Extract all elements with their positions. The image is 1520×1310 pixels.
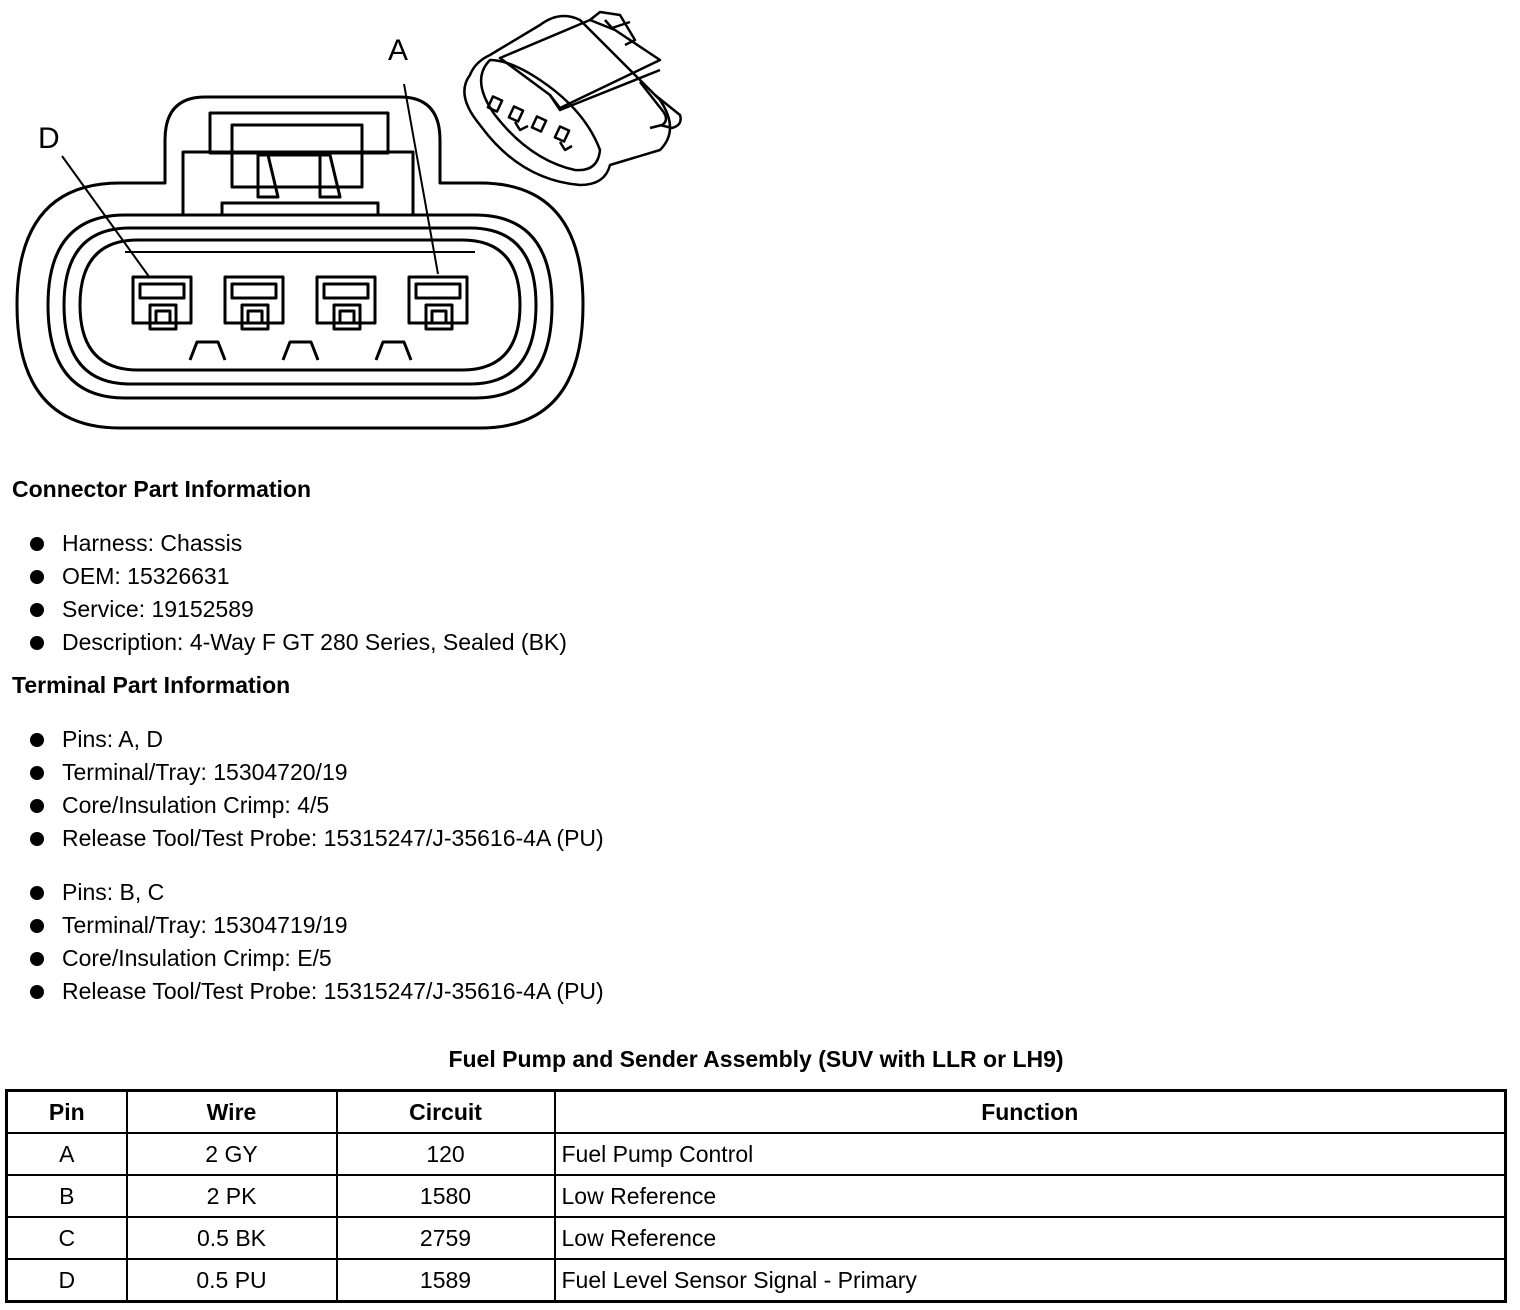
list-item: Harness: Chassis	[28, 527, 567, 560]
list-item: Pins: B, C	[28, 876, 604, 909]
cell-circuit: 120	[335, 1132, 556, 1176]
cell-wire: 0.5 PU	[125, 1258, 338, 1303]
cell-pin: D	[5, 1258, 128, 1303]
seal-ring-outer	[46, 213, 554, 400]
connector-info-list: Harness: Chassis OEM: 15326631 Service: …	[28, 527, 567, 659]
terminal-cavity-c	[223, 275, 285, 331]
column-header-function: Function	[553, 1089, 1507, 1134]
cell-pin: A	[5, 1132, 128, 1176]
terminal-info-group-1: Pins: A, D Terminal/Tray: 15304720/19 Co…	[28, 723, 604, 855]
list-item: Terminal/Tray: 15304720/19	[28, 756, 604, 789]
connector-diagram: D A	[15, 10, 682, 430]
latch-outer	[208, 111, 390, 155]
table-row: D 0.5 PU 1589 Fuel Level Sensor Signal -…	[5, 1258, 1507, 1303]
terminal-info-title: Terminal Part Information	[12, 672, 291, 698]
leader-line-a	[403, 83, 439, 275]
cell-function: Low Reference	[553, 1174, 1507, 1218]
table-title: Fuel Pump and Sender Assembly (SUV with …	[448, 1046, 1064, 1072]
list-item: OEM: 15326631	[28, 560, 567, 593]
key-bump-2	[281, 340, 320, 361]
list-item: Release Tool/Test Probe: 15315247/J-3561…	[28, 975, 604, 1008]
table-row: B 2 PK 1580 Low Reference	[5, 1174, 1507, 1218]
cell-circuit: 2759	[335, 1216, 556, 1260]
terminal-cavity-d	[131, 275, 193, 331]
table-row: C 0.5 BK 2759 Low Reference	[5, 1216, 1507, 1260]
latch-base	[220, 201, 380, 217]
column-header-circuit: Circuit	[335, 1089, 556, 1134]
connector-isometric-view	[463, 10, 682, 187]
column-header-wire: Wire	[125, 1089, 338, 1134]
cell-pin: C	[5, 1216, 128, 1260]
table-row: A 2 GY 120 Fuel Pump Control	[5, 1132, 1507, 1176]
pin-label-a: A	[388, 34, 408, 67]
cell-function: Fuel Pump Control	[553, 1132, 1507, 1176]
column-header-pin: Pin	[5, 1089, 128, 1134]
list-item: Core/Insulation Crimp: 4/5	[28, 789, 604, 822]
cell-circuit: 1580	[335, 1174, 556, 1218]
latch-body	[230, 123, 364, 189]
terminal-cavity-b	[315, 275, 377, 331]
seal-ring-middle	[62, 226, 538, 386]
list-item: Core/Insulation Crimp: E/5	[28, 942, 604, 975]
cell-function: Fuel Level Sensor Signal - Primary	[553, 1258, 1507, 1303]
list-item: Release Tool/Test Probe: 15315247/J-3561…	[28, 822, 604, 855]
latch-arm-right	[318, 153, 342, 199]
cell-wire: 0.5 BK	[125, 1216, 338, 1260]
terminal-cavity-a	[407, 275, 469, 331]
list-item: Pins: A, D	[28, 723, 604, 756]
list-item: Terminal/Tray: 15304719/19	[28, 909, 604, 942]
terminal-info-group-2: Pins: B, C Terminal/Tray: 15304719/19 Co…	[28, 876, 604, 1008]
connector-housing-outline	[15, 95, 585, 430]
latch-arm-left	[256, 153, 280, 199]
cell-pin: B	[5, 1174, 128, 1218]
list-item: Description: 4-Way F GT 280 Series, Seal…	[28, 626, 567, 659]
cell-wire: 2 PK	[125, 1174, 338, 1218]
leader-line-d	[61, 155, 151, 279]
list-item: Service: 19152589	[28, 593, 567, 626]
seal-ring-inner	[78, 238, 522, 372]
cell-circuit: 1589	[335, 1258, 556, 1303]
key-bump-3	[374, 340, 413, 361]
cell-wire: 2 GY	[125, 1132, 338, 1176]
table-header-row: Pin Wire Circuit Function	[5, 1089, 1507, 1134]
pinout-table: Pin Wire Circuit Function A 2 GY 120 Fue…	[5, 1089, 1507, 1303]
key-bump-1	[188, 340, 227, 361]
connector-info-title: Connector Part Information	[12, 476, 312, 502]
cell-function: Low Reference	[553, 1216, 1507, 1260]
pin-label-d: D	[38, 122, 60, 155]
